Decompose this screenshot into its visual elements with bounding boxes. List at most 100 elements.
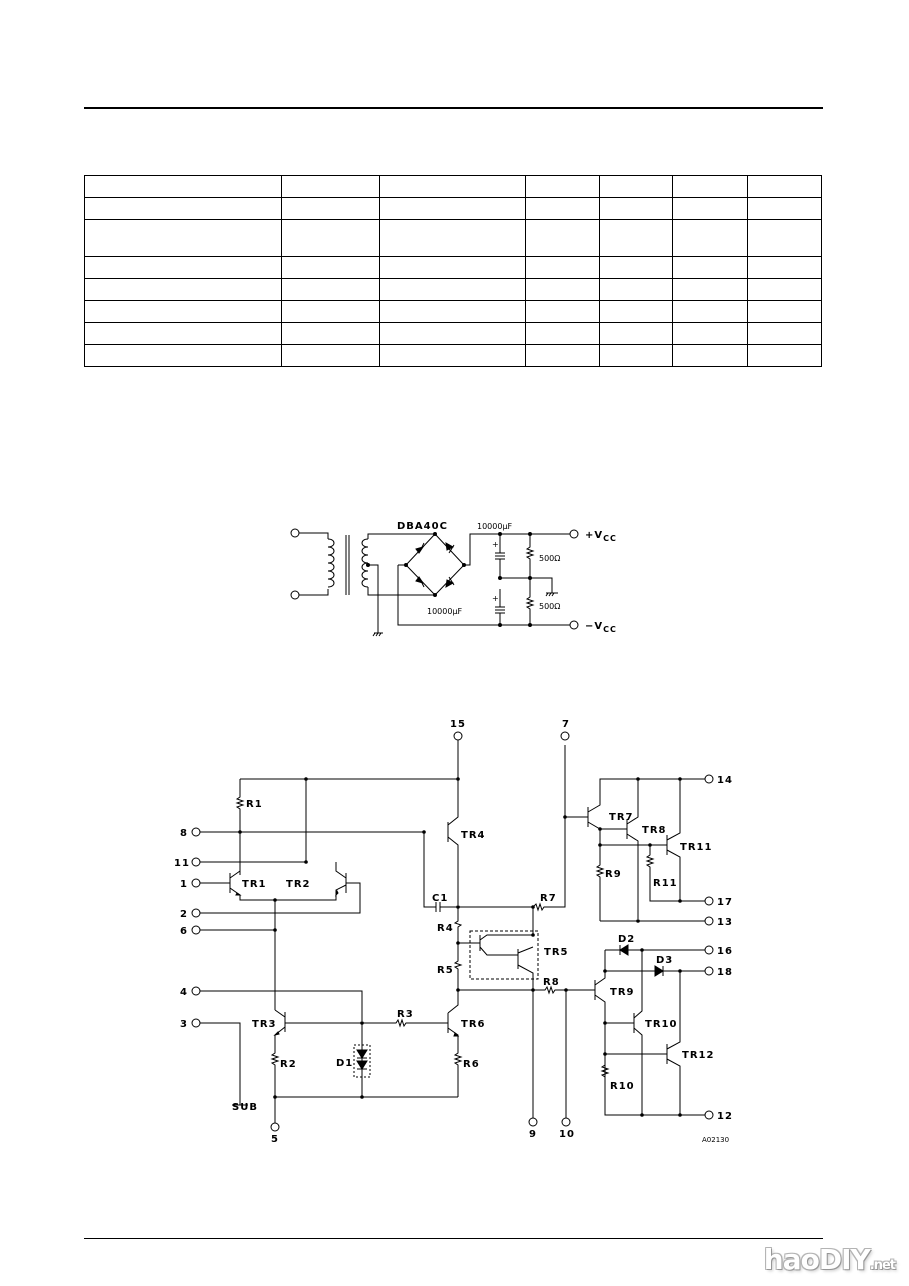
transistor-tr5 (469, 930, 539, 980)
table-cell (378, 256, 527, 279)
svg-text:−VCC: −VCC (585, 621, 617, 634)
resistor-r4-r5 (453, 907, 463, 990)
pin-13 (704, 916, 714, 926)
label-r8: R8 (543, 977, 560, 988)
table-cell (280, 197, 380, 220)
pin-14 (704, 774, 714, 784)
diode-d3 (654, 965, 664, 977)
pin-8 (191, 827, 201, 837)
table-cell (378, 278, 527, 301)
label-tr4: TR4 (461, 830, 485, 841)
vcc-pos-terminal (569, 529, 579, 539)
diode-icon (356, 1049, 368, 1070)
ground-icon (545, 592, 558, 597)
table-cell (84, 197, 282, 220)
transistor-tr9 (594, 950, 705, 1116)
table-cell (747, 175, 822, 198)
pin-label-1: 1 (180, 879, 188, 890)
transformer-primary-icon (327, 538, 335, 588)
table-row (84, 219, 822, 257)
table-cell (525, 344, 601, 367)
pin-5 (270, 1122, 280, 1132)
pin-label-13: 13 (717, 917, 733, 928)
pin-11 (191, 857, 201, 867)
table-row (84, 256, 822, 279)
watermark-logo: haoDIY.net (763, 1243, 896, 1276)
resistor-r7 (458, 745, 566, 912)
input-terminal-top (290, 528, 300, 538)
table-cell (747, 278, 822, 301)
table-cell (525, 197, 601, 220)
equivalent-circuit: 15 7 14 8 11 1 2 6 4 3 5 9 10 17 13 16 1… (174, 719, 733, 1145)
label-r7: R7 (540, 893, 557, 904)
resistor-r11 (645, 845, 698, 902)
table-cell (84, 300, 282, 323)
table-cell (525, 322, 601, 345)
transistor-tr12 (666, 971, 681, 1115)
table-cell (599, 322, 674, 345)
label-tr2: TR2 (286, 879, 310, 890)
pin-label-11: 11 (174, 858, 190, 869)
pin-label-9: 9 (529, 1129, 537, 1140)
svg-text:+: + (492, 540, 499, 549)
table-row (84, 300, 822, 323)
label-c1: C1 (432, 893, 448, 904)
pin-label-17: 17 (717, 897, 733, 908)
transistor-tr7 (587, 778, 698, 830)
table-cell (280, 175, 380, 198)
footer-rule (84, 1238, 823, 1239)
table-cell (599, 300, 674, 323)
table-cell (84, 278, 282, 301)
label-r5: R5 (437, 965, 454, 976)
pin-1 (191, 878, 201, 888)
transistor-tr2 (200, 862, 361, 914)
transistor-tr3 (270, 1009, 362, 1097)
pin-label-5: 5 (271, 1134, 279, 1145)
table-cell (84, 175, 282, 198)
resistor-r8 (458, 985, 592, 995)
bridge-label: DBA40C (397, 521, 448, 532)
transformer-secondary-icon (361, 538, 369, 588)
spec-table (84, 175, 822, 367)
res-top-label: 500Ω (539, 554, 560, 563)
resistor-r3 (362, 1018, 447, 1028)
pin-18 (704, 966, 714, 976)
table-row (84, 197, 822, 220)
label-tr12: TR12 (682, 1050, 714, 1061)
label-r1: R1 (246, 799, 263, 810)
table-cell (280, 344, 380, 367)
transistor-tr4 (447, 822, 459, 905)
label-d3: D3 (656, 955, 673, 966)
table-cell (84, 344, 282, 367)
table-cell (672, 256, 749, 279)
table-cell (599, 256, 674, 279)
table-cell (378, 219, 527, 257)
svg-text:+VCC: +VCC (585, 530, 617, 543)
label-tr8: TR8 (642, 825, 666, 836)
table-cell (672, 175, 749, 198)
label-r10: R10 (610, 1081, 635, 1092)
table-cell (525, 175, 601, 198)
pin-label-12: 12 (717, 1111, 733, 1122)
label-sub: SUB (232, 1102, 258, 1113)
table-cell (599, 278, 674, 301)
table-row (84, 278, 822, 301)
pin-label-15: 15 (450, 719, 466, 730)
pin-4 (191, 986, 201, 996)
pin-12 (704, 1110, 714, 1120)
table-cell (378, 322, 527, 345)
table-row (84, 175, 822, 198)
pin-label-8: 8 (180, 828, 188, 839)
label-tr9: TR9 (610, 987, 634, 998)
label-d2: D2 (618, 934, 635, 945)
header-rule (84, 107, 823, 109)
table-cell (280, 300, 380, 323)
table-row (84, 322, 822, 345)
ground-icon (372, 632, 383, 637)
label-tr11: TR11 (680, 842, 712, 853)
svg-text:+: + (492, 594, 499, 603)
table-cell (747, 197, 822, 220)
label-tr6: TR6 (461, 1019, 485, 1030)
cap-top-label: 10000µF (477, 522, 513, 531)
transistor-tr8 (626, 779, 639, 919)
